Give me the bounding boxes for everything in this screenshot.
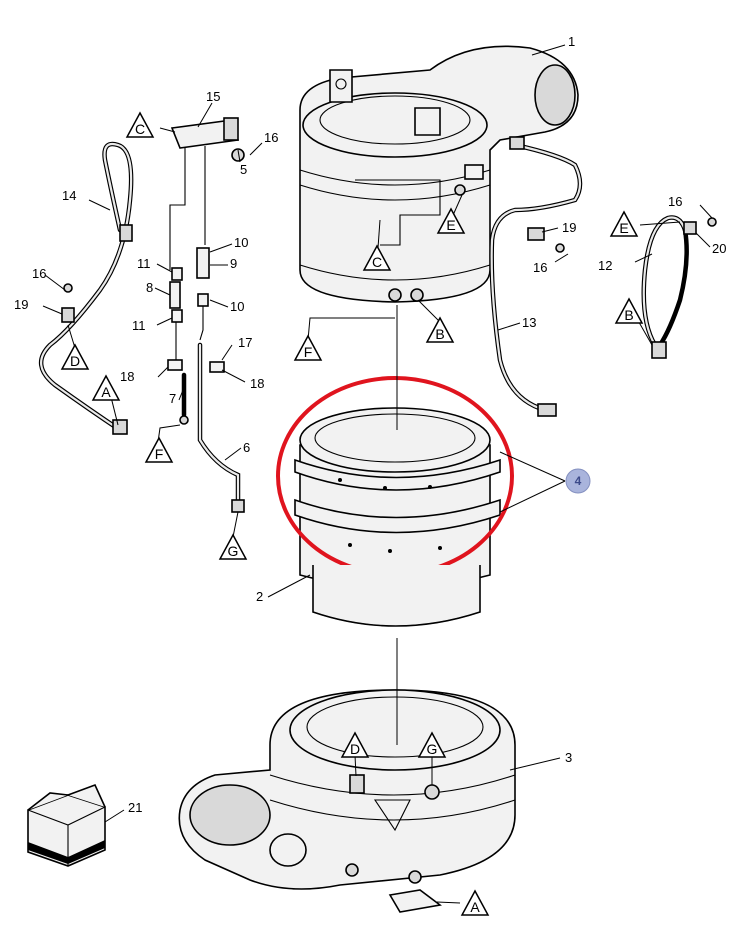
svg-text:C: C (135, 121, 145, 137)
callout-15: 15 (206, 89, 220, 104)
svg-text:4: 4 (575, 474, 582, 488)
part-14-wiring-harness (39, 141, 134, 435)
callout-5: 5 (240, 162, 247, 177)
leader-lines (42, 44, 713, 904)
part-4-clamp-rings (294, 407, 501, 589)
part-1-inlet-housing (299, 45, 579, 303)
connector-marker-B-right: B (614, 297, 644, 324)
callout-17: 17 (238, 335, 252, 350)
callout-14: 14 (62, 188, 76, 203)
callout-16a: 16 (264, 130, 278, 145)
callout-1: 1 (568, 34, 575, 49)
connector-marker-E-mid: E (436, 207, 466, 234)
callout-10a: 10 (234, 235, 248, 250)
svg-text:A: A (470, 899, 480, 915)
highlight-badge-4: 4 (565, 468, 591, 494)
callout-11a: 11 (137, 256, 151, 271)
connector-marker-D-left: D (60, 343, 90, 370)
svg-text:D: D (70, 353, 80, 369)
connector-marker-A-bottom: A (460, 889, 490, 916)
part-2-filter-cylinder (312, 565, 481, 627)
callout-6: 6 (243, 440, 250, 455)
svg-text:E: E (446, 217, 455, 233)
svg-text:F: F (155, 446, 164, 462)
callout-21: 21 (128, 800, 142, 815)
callout-9: 9 (230, 256, 237, 271)
part-21-box (27, 783, 106, 867)
callout-18b: 18 (250, 376, 264, 391)
callout-13: 13 (522, 315, 536, 330)
connector-marker-B-mid: B (425, 316, 455, 343)
callout-18a: 18 (120, 369, 134, 384)
callout-16c: 16 (533, 260, 547, 275)
sensor-tubes (167, 175, 245, 513)
callout-3: 3 (565, 750, 572, 765)
svg-text:B: B (435, 326, 444, 342)
connector-marker-C-top: C (125, 111, 155, 138)
callout-20: 20 (712, 241, 726, 256)
svg-text:F: F (304, 344, 313, 360)
connector-marker-F-mid: F (293, 334, 323, 361)
part-12-harness-loop (641, 215, 717, 359)
part-15-pressure-sensor (170, 117, 245, 175)
part-13-wiring (489, 136, 583, 417)
svg-text:G: G (228, 543, 239, 559)
callout-19a: 19 (14, 297, 28, 312)
callout-16d: 16 (668, 194, 682, 209)
connector-marker-E-right: E (609, 210, 639, 237)
connector-marker-G-left: G (218, 533, 248, 560)
svg-text:G: G (427, 741, 438, 757)
svg-text:D: D (350, 741, 360, 757)
callout-8: 8 (146, 280, 153, 295)
part-3-outlet-housing (178, 689, 516, 913)
svg-text:E: E (619, 220, 628, 236)
connector-marker-C-mid: C (362, 244, 392, 271)
connector-marker-A-left: A (91, 374, 121, 401)
callout-10b: 10 (230, 299, 244, 314)
connector-marker-G-bottom: G (417, 731, 447, 758)
callout-19b: 19 (562, 220, 576, 235)
connector-marker-F-left: F (144, 436, 174, 463)
svg-text:A: A (101, 384, 111, 400)
callout-11b: 11 (132, 318, 146, 333)
svg-text:B: B (624, 307, 633, 323)
callout-7: 7 (169, 391, 176, 406)
callout-2: 2 (256, 589, 263, 604)
svg-text:C: C (372, 254, 382, 270)
callout-12: 12 (598, 258, 612, 273)
callout-16b: 16 (32, 266, 46, 281)
connector-marker-D-bottom: D (340, 731, 370, 758)
